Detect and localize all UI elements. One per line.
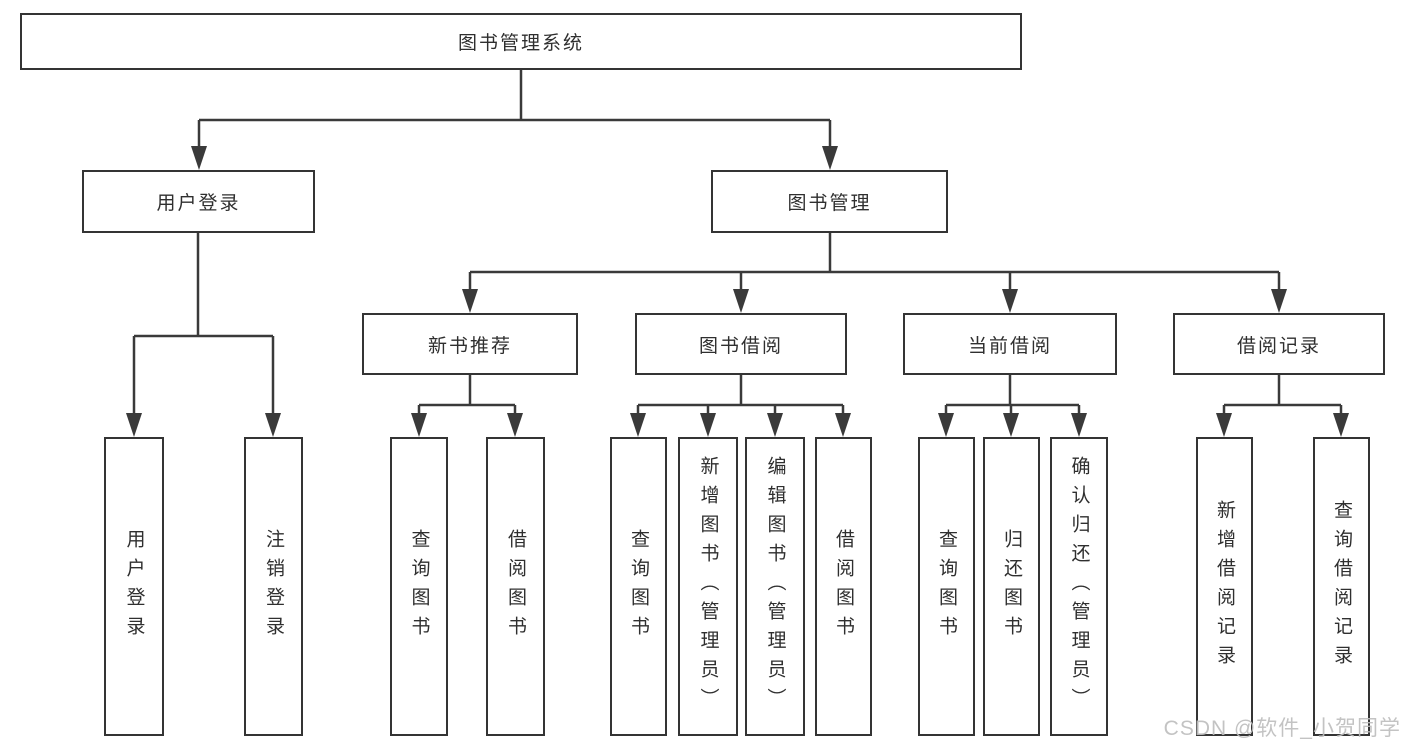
node-borrowing-records: 借阅记录	[1173, 313, 1385, 375]
node-current-borrowing: 当前借阅	[903, 313, 1117, 375]
node-book-management: 图书管理	[711, 170, 948, 233]
leaf-add-books-admin: 新增图书（管理员）	[678, 437, 738, 736]
node-label: 查询图书	[408, 528, 430, 645]
node-label: 借阅图书	[833, 528, 854, 645]
leaf-confirm-return-admin: 确认归还（管理员）	[1050, 437, 1108, 736]
leaf-add-borrow-record: 新增借阅记录	[1196, 437, 1253, 736]
node-label: 注销登录	[263, 528, 284, 645]
leaf-query-books-3: 查询图书	[918, 437, 975, 736]
arrowheads	[126, 146, 1349, 437]
node-label: 编辑图书（管理员）	[764, 456, 786, 717]
node-label: 借阅记录	[1236, 335, 1321, 357]
node-label: 当前借阅	[967, 335, 1052, 357]
node-label: 查询借阅记录	[1331, 499, 1352, 674]
node-label: 新增借阅记录	[1214, 499, 1235, 674]
node-label: 确认归还（管理员）	[1068, 456, 1090, 717]
node-label: 新增图书（管理员）	[697, 456, 719, 717]
node-label: 图书管理系统	[457, 33, 584, 54]
node-book-borrowing: 图书借阅	[635, 313, 847, 375]
node-label: 用户登录	[156, 193, 241, 214]
node-new-book-recommend: 新书推荐	[362, 313, 578, 375]
node-library-management-system: 图书管理系统	[20, 13, 1022, 70]
node-label: 新书推荐	[427, 335, 512, 357]
leaf-query-books-2: 查询图书	[610, 437, 667, 736]
node-label: 图书借阅	[698, 335, 783, 357]
node-label: 用户登录	[123, 528, 145, 645]
leaf-logout: 注销登录	[244, 437, 303, 736]
node-label: 查询图书	[628, 528, 649, 645]
leaf-query-books-1: 查询图书	[390, 437, 448, 736]
node-user-login: 用户登录	[82, 170, 315, 233]
node-label: 查询图书	[936, 528, 957, 645]
leaf-query-borrow-record: 查询借阅记录	[1313, 437, 1370, 736]
node-label: 归还图书	[1001, 528, 1022, 645]
leaf-borrow-books-1: 借阅图书	[486, 437, 545, 736]
leaf-borrow-books-2: 借阅图书	[815, 437, 872, 736]
leaf-return-books: 归还图书	[983, 437, 1040, 736]
leaf-user-login: 用户登录	[104, 437, 164, 736]
node-label: 图书管理	[787, 193, 872, 214]
node-label: 借阅图书	[505, 528, 526, 645]
leaf-edit-books-admin: 编辑图书（管理员）	[745, 437, 805, 736]
